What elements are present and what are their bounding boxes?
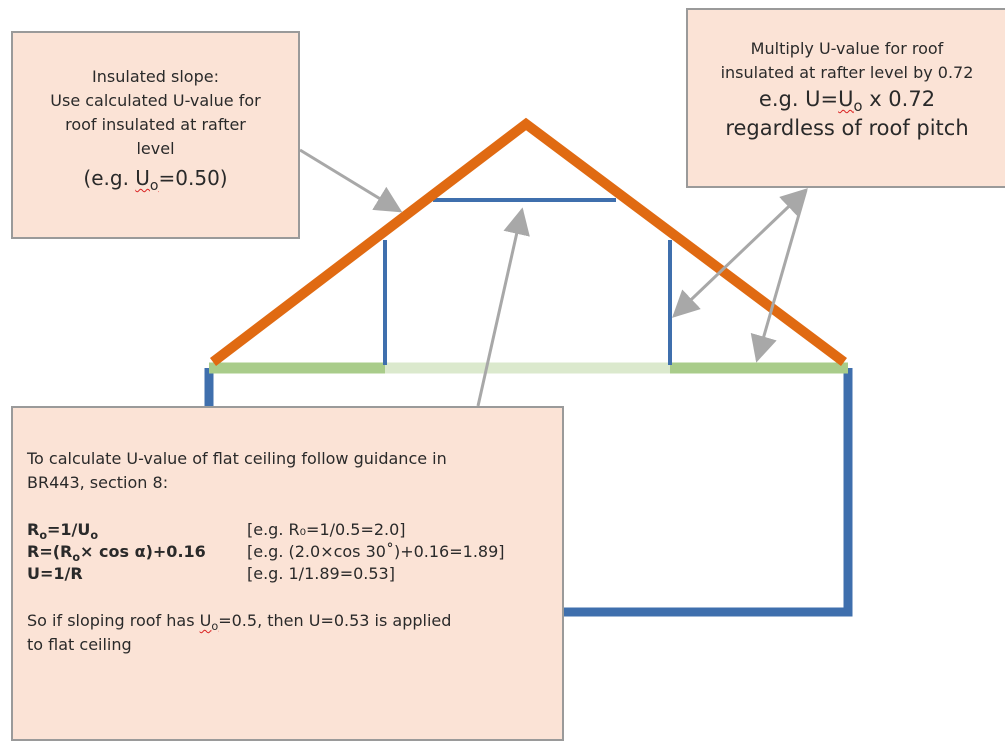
room-in-roof <box>383 198 672 365</box>
multiply-line-2: insulated at rafter level by 0.72 <box>720 63 974 82</box>
slope-example-sub: o <box>149 178 159 194</box>
slope-line-2: Use calculated U-value for <box>50 91 261 110</box>
insulated-slope-callout: Insulated slope: Use calculated U-value … <box>11 31 300 239</box>
flat-outro-sub: o <box>211 620 219 634</box>
multiply-line-1: Multiply U-value for roof <box>750 39 944 58</box>
slope-example-suffix: =0.50) <box>158 166 228 190</box>
slope-line-3: roof insulated at rafter <box>65 115 246 134</box>
multiply-formula-u-letter: U <box>838 87 854 111</box>
slope-example-u: Uo <box>135 166 158 193</box>
formula-sub: o <box>72 551 81 565</box>
formula-part-a: U=1/R <box>27 564 83 583</box>
formula-part-a: R=(R <box>27 542 73 561</box>
formula-text: R=(Ro× cos α)+0.16 <box>27 541 247 563</box>
flat-outro-prefix: So if sloping roof has <box>27 611 200 630</box>
formula-sub2: o <box>90 529 99 543</box>
flat-outro-line-2: to flat ceiling <box>27 635 132 654</box>
formula-example: [e.g. (2.0×cos 30˚)+0.16=1.89] <box>247 542 505 561</box>
arrow-flat-ceiling <box>476 207 530 407</box>
flat-outro-suffix: =0.5, then U=0.53 is applied <box>218 611 452 630</box>
multiply-formula-suffix: x 0.72 <box>862 87 936 111</box>
arrow-multiply-wall <box>672 188 808 318</box>
flat-spacer <box>27 585 562 609</box>
flat-outro-u: Uo <box>199 611 219 634</box>
formula-example: [e.g. R₀=1/0.5=2.0] <box>247 520 406 539</box>
formula-part-a: R <box>27 520 40 539</box>
formula-example: [e.g. 1/1.89=0.53] <box>247 564 395 583</box>
slope-example: (e.g. Uo=0.50) <box>13 163 298 193</box>
formula-text: Ro=1/Uo <box>27 519 247 541</box>
multiply-formula-u: Uo <box>838 87 862 114</box>
multiply-formula-prefix: e.g. U= <box>758 87 839 111</box>
flat-outro-u-letter: U <box>199 611 212 630</box>
flat-spacer <box>27 495 562 519</box>
formula-row: Ro=1/Uo [e.g. R₀=1/0.5=2.0] <box>27 519 562 541</box>
slope-line-1: Insulated slope: <box>92 67 219 86</box>
slope-example-u-letter: U <box>135 166 150 190</box>
flat-intro-line-1: To calculate U-value of flat ceiling fol… <box>27 449 447 468</box>
multiply-formula: e.g. U=Uo x 0.72 <box>688 85 1005 114</box>
slope-example-prefix: (e.g. <box>83 166 136 190</box>
formula-part-b: × cos α)+0.16 <box>80 542 206 561</box>
multiply-formula-sub: o <box>853 98 863 116</box>
slope-line-4: level <box>136 139 175 158</box>
arrow-multiply-ceiling <box>750 189 808 363</box>
arrow-slope <box>299 148 403 213</box>
multiply-tail: regardless of roof pitch <box>725 116 969 140</box>
formula-text: U=1/R <box>27 563 247 585</box>
formula-part-b: =1/U <box>47 520 91 539</box>
flat-intro-line-2: BR443, section 8: <box>27 473 169 492</box>
formula-row: U=1/R [e.g. 1/1.89=0.53] <box>27 563 562 585</box>
formula-row: R=(Ro× cos α)+0.16 [e.g. (2.0×cos 30˚)+0… <box>27 541 562 563</box>
flat-outro-line-1: So if sloping roof has Uo=0.5, then U=0.… <box>27 609 562 633</box>
formula-sub: o <box>39 529 48 543</box>
multiply-callout: Multiply U-value for roof insulated at r… <box>686 8 1005 188</box>
flat-ceiling-callout: To calculate U-value of flat ceiling fol… <box>11 406 564 741</box>
